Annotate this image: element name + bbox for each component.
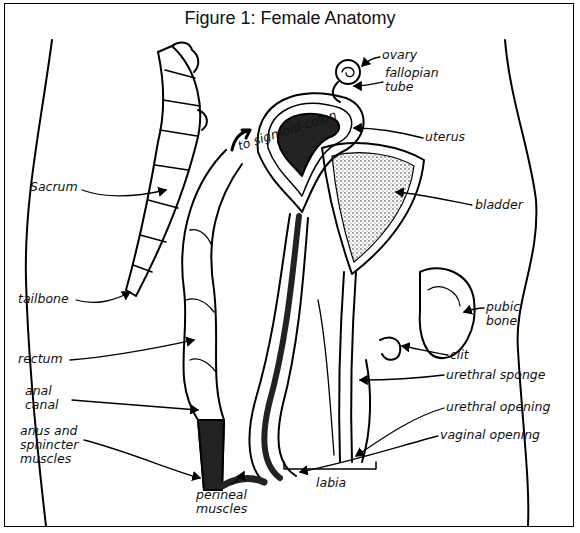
part-label: perineal muscles	[196, 488, 258, 516]
sacrum-bone	[126, 46, 200, 296]
fallopian-tube	[333, 82, 340, 102]
ovary-detail	[342, 68, 354, 77]
leader-line	[354, 128, 423, 138]
leader-line	[300, 436, 438, 472]
leader-line	[402, 346, 448, 355]
pubic-bone-detail	[428, 287, 460, 306]
leader-line	[72, 400, 198, 410]
part-label: labia	[316, 476, 346, 490]
figure-frame	[4, 3, 574, 527]
ovary-shape	[336, 60, 360, 84]
bladder-stipple	[332, 153, 414, 262]
leader-line	[396, 192, 472, 205]
part-label: uterus	[425, 130, 465, 144]
part-label: clit	[450, 348, 469, 362]
part-label: fallopian tube	[385, 66, 457, 94]
leader-line	[464, 308, 484, 312]
leader-line	[70, 340, 194, 360]
pubic-bone	[420, 268, 475, 358]
leader-line	[82, 190, 166, 196]
urethral-sponge	[318, 300, 334, 455]
perineal-muscle	[222, 479, 264, 486]
anal-canal	[198, 420, 224, 490]
clit-shape	[380, 338, 400, 360]
leader-line	[76, 292, 130, 302]
urethra-wall	[339, 272, 344, 462]
leader-line	[354, 82, 383, 86]
part-label: tailbone	[18, 292, 69, 306]
part-label: urethral sponge	[446, 368, 545, 382]
leader-line	[84, 440, 200, 478]
leader-line	[356, 408, 444, 456]
vagina-canal	[264, 216, 299, 478]
part-label: ovary	[382, 48, 417, 62]
leader-line	[362, 57, 380, 66]
vertebra-bump	[198, 110, 207, 130]
part-label: vaginal opening	[440, 428, 540, 442]
body-outline	[505, 40, 536, 526]
part-label: urethral opening	[446, 400, 550, 414]
vertebra-line	[133, 70, 200, 272]
part-label: Sacrum	[30, 180, 78, 194]
leader-line	[360, 375, 444, 380]
part-label: anal canal	[25, 384, 73, 412]
leader-line	[232, 472, 244, 484]
rectum-fold	[186, 230, 216, 372]
part-label: rectum	[18, 352, 63, 366]
rectum-wall	[182, 150, 226, 490]
part-label: anus and sphincter muscles	[20, 424, 90, 466]
urethra-wall	[351, 272, 356, 462]
vertebra-bump	[172, 43, 198, 72]
bladder-wall	[322, 143, 424, 274]
part-label: bladder	[475, 198, 523, 212]
figure-title: Figure 1: Female Anatomy	[0, 8, 580, 29]
part-label: pubic bone	[486, 300, 546, 328]
